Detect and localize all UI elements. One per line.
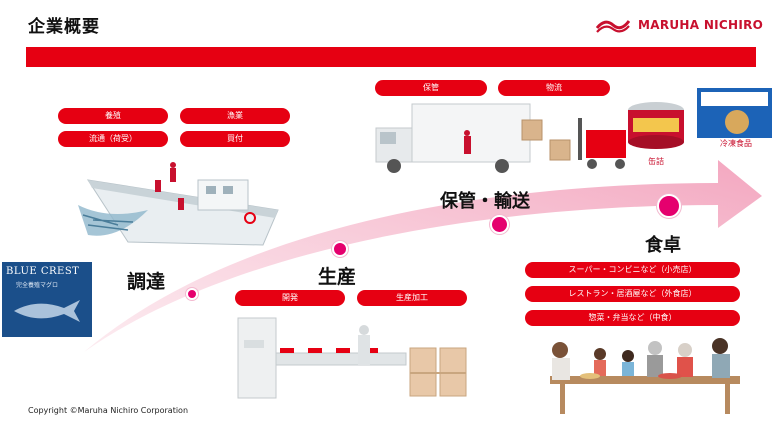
blue-crest-name: BLUE CREST xyxy=(6,266,80,277)
stage-dot-production xyxy=(332,241,348,257)
fishing-boat-illustration xyxy=(78,162,279,246)
tag-aquaculture: 養殖 xyxy=(58,108,168,124)
tag-storage: 保管 xyxy=(375,80,487,96)
brand-logo: MARUHA NICHIRO xyxy=(596,16,763,34)
page-title: 企業概要 xyxy=(28,17,100,37)
wave-logo-icon xyxy=(596,20,630,33)
blue-crest-subtitle: 完全養殖マグロ xyxy=(16,282,59,289)
brand-name: MARUHA NICHIRO xyxy=(638,18,764,32)
tuna-fish-icon xyxy=(14,300,80,322)
tag-ready-meals: 惣菜・弁当など（中食） xyxy=(525,310,740,326)
truck-forklift-illustration xyxy=(375,103,626,173)
tag-manufacturing: 生産加工 xyxy=(357,290,467,306)
stage-dot-table xyxy=(657,194,681,218)
header-red-bar xyxy=(26,47,756,67)
canned-food-label: 缶詰 xyxy=(648,157,664,166)
frozen-food-package-icon xyxy=(697,88,772,138)
tag-restaurant: レストラン・居酒屋など（外食店） xyxy=(525,286,740,302)
stage-production: 生産 xyxy=(318,266,357,288)
tag-distribution: 流通（荷受） xyxy=(58,131,168,147)
stage-dining-table: 食卓 xyxy=(645,235,681,256)
stage-dot-procurement xyxy=(186,288,198,300)
tag-retail: スーパー・コンビニなど（小売店） xyxy=(525,262,740,278)
copyright-text: Copyright ©Maruha Nichiro Corporation xyxy=(28,406,189,415)
stage-dot-storage xyxy=(490,215,509,234)
frozen-food-label: 冷凍食品 xyxy=(720,139,752,148)
factory-line-illustration xyxy=(237,317,467,399)
tag-purchasing: 買付 xyxy=(180,131,290,147)
family-dinner-illustration xyxy=(550,338,740,414)
stage-procurement: 調達 xyxy=(127,271,166,293)
blue-crest-tuna-image: BLUE CREST 完全養殖マグロ xyxy=(2,262,92,337)
tag-fishery: 漁業 xyxy=(180,108,290,124)
canned-food-icon xyxy=(628,102,684,149)
tag-development: 開発 xyxy=(235,290,345,306)
tag-logistics: 物流 xyxy=(498,80,610,96)
stage-storage-transport: 保管・輸送 xyxy=(440,191,530,212)
